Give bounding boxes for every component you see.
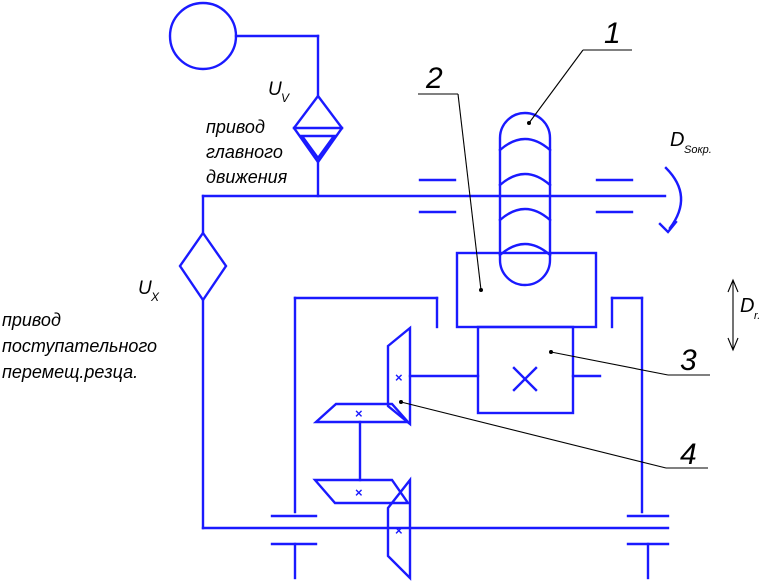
ux-label: U X xyxy=(138,278,160,304)
vertical-feed-arrow xyxy=(727,278,739,352)
main-drive-line1: привод xyxy=(206,117,265,137)
motor xyxy=(168,1,320,98)
ds-main: D xyxy=(670,129,684,151)
main-drive-line3: движения xyxy=(206,167,288,187)
main-drive-variator xyxy=(292,94,344,198)
gear-mark: × xyxy=(395,523,403,538)
gear-box xyxy=(408,325,602,415)
uv-sub: V xyxy=(281,91,290,105)
callout-1: 1 xyxy=(604,17,621,50)
gear-mark: × xyxy=(355,406,363,421)
main-drive-line2: главного xyxy=(206,142,283,162)
ds-sub: Sокр. xyxy=(684,144,712,156)
dr-main: D xyxy=(740,295,754,317)
uv-label: U V xyxy=(268,79,290,105)
rotation-arrow xyxy=(658,166,683,234)
uv-main: U xyxy=(268,79,282,100)
callout-3: 3 xyxy=(680,344,697,377)
main-drive-caption: привод главного движения xyxy=(206,117,288,187)
callout-4: 4 xyxy=(680,438,697,471)
gear-mark: × xyxy=(355,485,363,500)
carriage xyxy=(293,251,644,514)
feed-drive-line3: перемещ.резца. xyxy=(2,362,138,382)
ux-main: U xyxy=(138,278,152,299)
ds-label: D Sокр. xyxy=(670,129,712,156)
bevel-gears: × × × × xyxy=(312,325,412,581)
gear-mark: × xyxy=(395,370,403,385)
leader-lines xyxy=(399,49,710,469)
main-shaft xyxy=(201,178,667,214)
feed-drive-line1: привод xyxy=(2,310,61,330)
dr-label: D r. xyxy=(740,295,760,322)
ux-sub: X xyxy=(150,290,160,304)
dr-sub: r. xyxy=(754,310,760,322)
bottom-bearings xyxy=(270,514,670,580)
feed-drive-caption: привод поступательного перемещ.резца. xyxy=(2,310,157,382)
feed-drive-line2: поступательного xyxy=(2,336,157,356)
callout-2: 2 xyxy=(425,62,443,95)
cutter-tool xyxy=(498,111,552,287)
feed-drive-variator xyxy=(178,194,670,530)
